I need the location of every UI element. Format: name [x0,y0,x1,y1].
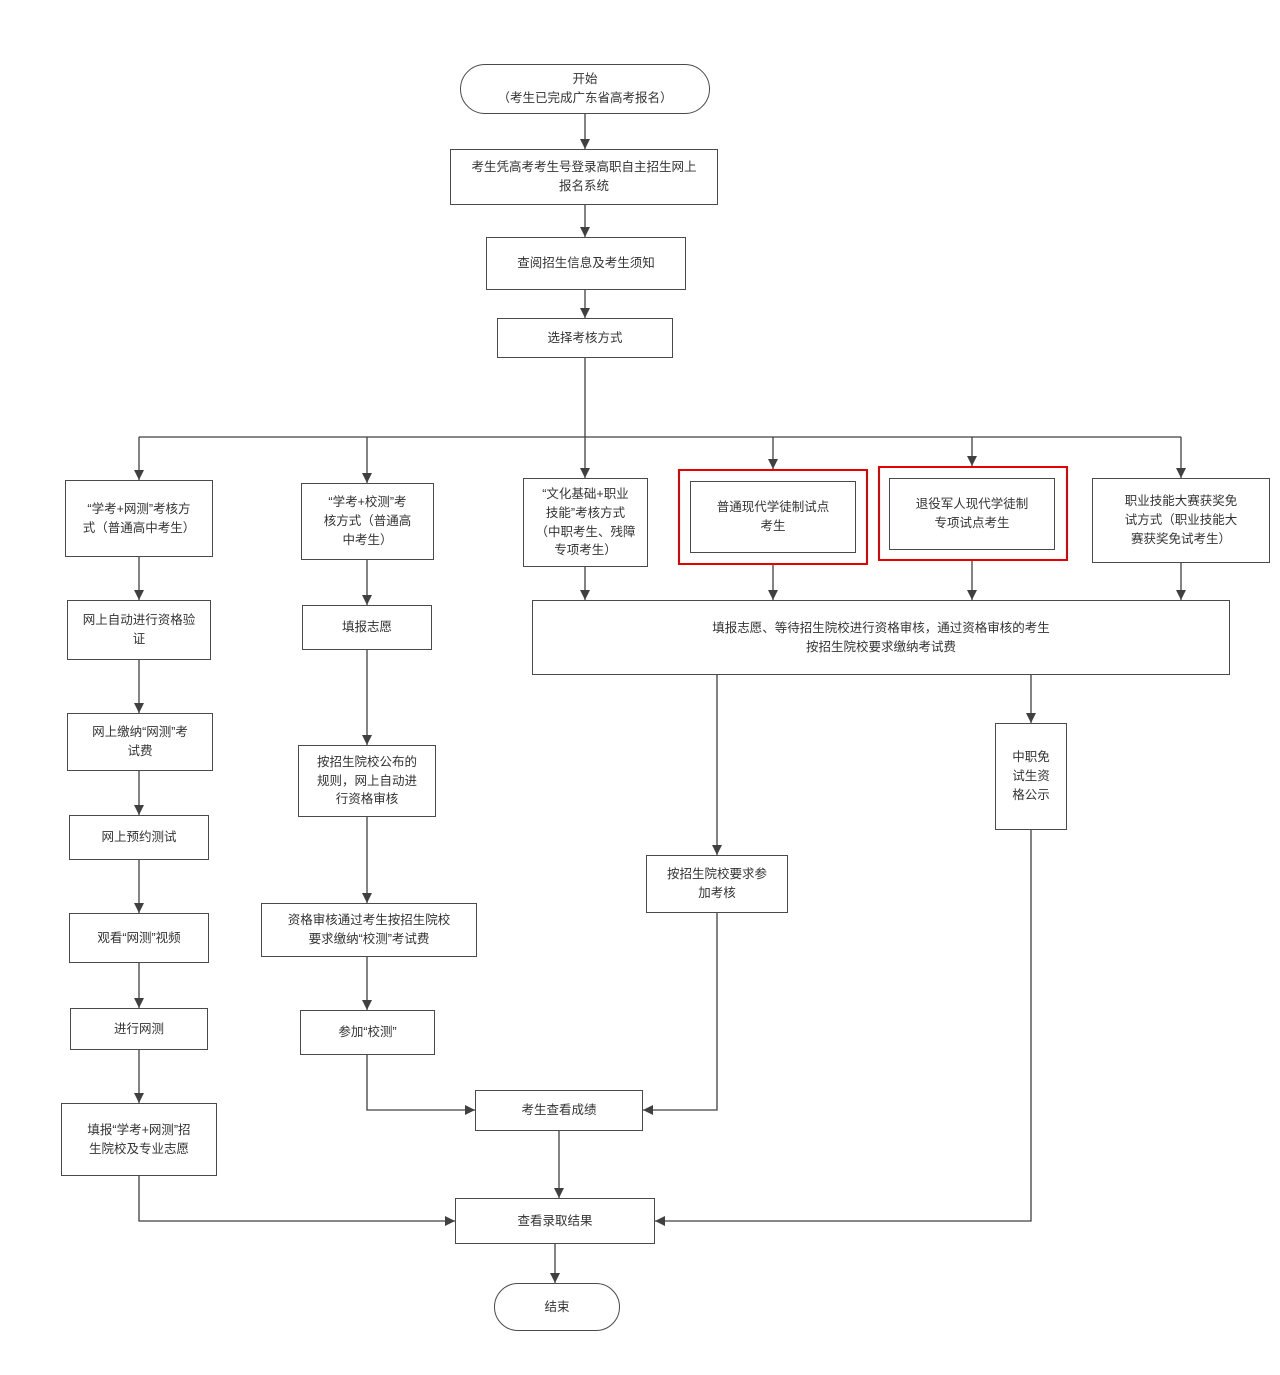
node-choose-method: 选择考核方式 [497,318,673,358]
node-branch-xuekao-wangce: “学考+网测”考核方 式（普通高中考生） [65,480,213,557]
node-col1-verify: 网上自动进行资格验 证 [67,600,211,660]
node-branch-tuiyi-junren: 退役军人现代学徒制 专项试点考生 [889,478,1055,550]
node-col1-watch-video: 观看“网测”视频 [69,913,209,963]
node-col2-attend-exam: 参加“校测” [300,1010,435,1055]
node-col2-fill-preference: 填报志愿 [302,605,432,650]
node-branch-dasai-mianshi: 职业技能大赛获奖免 试方式（职业技能大 赛获奖免试考生） [1092,478,1270,563]
node-col1-book-test: 网上预约测试 [69,815,209,860]
node-exemption-publicity: 中职免 试生资 格公示 [995,723,1067,830]
node-col2-pay-fee: 资格审核通过考生按招生院校 要求缴纳“校测”考试费 [261,903,477,957]
node-col1-do-test: 进行网测 [70,1008,208,1050]
node-view-score: 考生查看成绩 [475,1090,643,1131]
node-branch-putong-xuetu: 普通现代学徒制试点 考生 [690,481,856,553]
node-end: 结束 [494,1283,620,1331]
node-review-info: 查阅招生信息及考生须知 [486,237,686,290]
node-view-result: 查看录取结果 [455,1198,655,1244]
highlight-box-putong-xuetu [678,469,868,565]
highlight-box-tuiyi-junren [878,466,1068,561]
node-col1-pay-fee: 网上缴纳“网测”考 试费 [67,713,213,771]
node-attend-assessment: 按招生院校要求参 加考核 [646,855,788,913]
node-start: 开始 （考生已完成广东省高考报名） [460,64,710,114]
node-wide-review-pay: 填报志愿、等待招生院校进行资格审核，通过资格审核的考生 按招生院校要求缴纳考试费 [532,600,1230,675]
node-login-system: 考生凭高考考生号登录高职自主招生网上 报名系统 [450,149,718,205]
node-branch-wenhua-jineng: “文化基础+职业 技能”考核方式 （中职考生、残障 专项考生） [523,478,648,567]
node-col2-auto-review: 按招生院校公布的 规则，网上自动进 行资格审核 [298,745,436,817]
node-branch-xuekao-xiaoce: “学考+校测”考 核方式（普通高 中考生） [301,483,434,560]
node-col1-fill-preference: 填报“学考+网测”招 生院校及专业志愿 [61,1103,217,1176]
